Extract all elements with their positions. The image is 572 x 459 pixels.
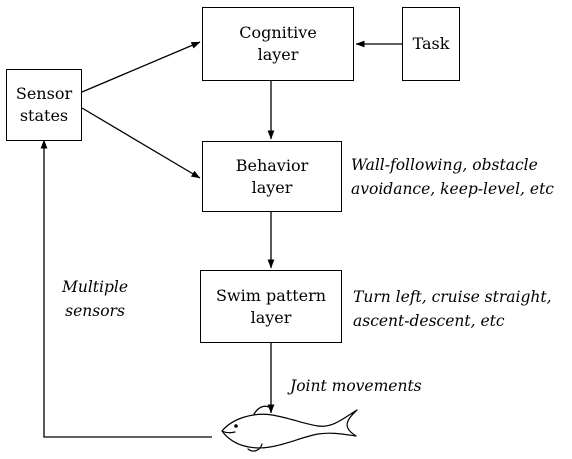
swim-examples-note: Turn left, cruise straight, ascent-desce… [353, 285, 552, 333]
cognitive-layer-label-1: Cognitive [239, 23, 317, 42]
joint-movements-note: Joint movements [290, 374, 422, 398]
cognitive-layer-box: Cognitive layer [202, 7, 354, 81]
multiple-sensors-note: Multiple sensors [62, 275, 128, 323]
task-label: Task [412, 34, 450, 53]
arrow-sensor-to-cognitive [81, 41, 201, 93]
sensor-states-label-1: Sensor [15, 84, 73, 103]
behavior-examples-line-1: Wall-following, obstacle [351, 156, 538, 174]
behavior-layer-label-2: layer [251, 177, 293, 197]
multiple-sensors-line-2: sensors [65, 302, 125, 320]
fish-eye [234, 424, 238, 428]
arrow-sensor-to-behavior [81, 107, 201, 179]
fish-icon [221, 405, 358, 452]
swim-examples-line-2: ascent-descent, etc [353, 312, 505, 330]
behavior-examples-note: Wall-following, obstacle avoidance, keep… [351, 153, 554, 201]
behavior-layer-label-1: Behavior [235, 155, 309, 175]
cognitive-layer-label-2: layer [257, 45, 299, 64]
behavior-examples-line-2: avoidance, keep-level, etc [351, 180, 554, 198]
swim-pattern-layer-label-1: Swim pattern [215, 285, 327, 305]
arrow-fish-to-sensor [40, 139, 212, 438]
sensor-states-label-2: states [19, 106, 69, 125]
sensor-states-box: Sensor states [6, 69, 82, 141]
multiple-sensors-line-1: Multiple [62, 278, 129, 296]
swim-examples-line-1: Turn left, cruise straight, [353, 288, 552, 306]
joint-movements-label: Joint movements [290, 377, 422, 395]
task-box: Task [402, 7, 460, 81]
swim-pattern-layer-label-2: layer [250, 307, 292, 327]
